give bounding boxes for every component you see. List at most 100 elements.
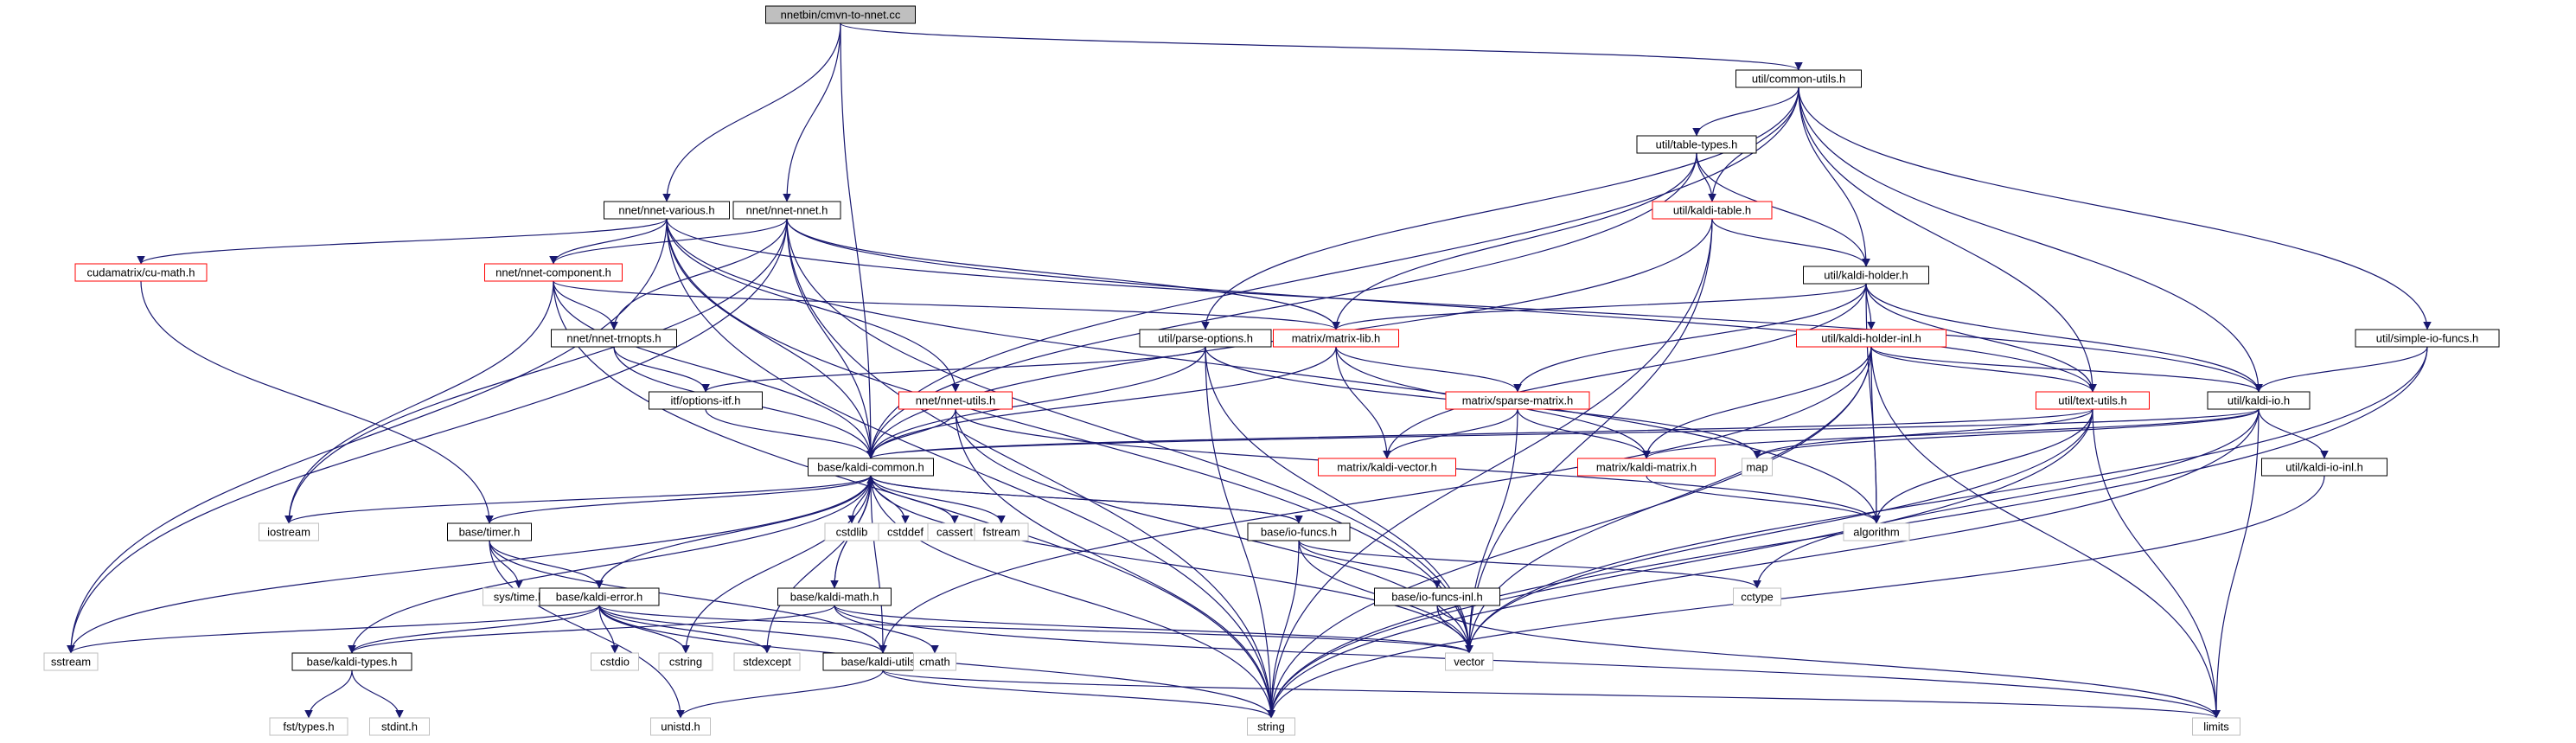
node-kaldi-error[interactable]: base/kaldi-error.h [539,587,660,606]
edge-sparse_matrix-to-kaldi_vector [1383,408,1518,459]
node-cstdlib: cstdlib [824,522,879,541]
edge-io_funcs-to-io_funcs_inl [1298,540,1441,589]
edge-table_types-to-kaldi_holder [1696,152,1870,267]
edge-nnet_nnet-to-sstream [67,218,788,654]
edge-kaldi_math-to-kaldi_types [348,605,835,654]
node-nnet-nnet[interactable]: nnet/nnet-nnet.h [732,201,841,220]
node-label: sstream [51,656,91,669]
edge-nnet_various-to-string [666,218,1275,719]
node-kaldi-types[interactable]: base/kaldi-types.h [291,652,412,671]
node-box [447,522,532,541]
node-kaldi-math[interactable]: base/kaldi-math.h [777,587,892,606]
node-cstring: cstring [658,652,713,671]
node-kaldi-common[interactable]: base/kaldi-common.h [808,458,934,477]
node-root[interactable]: nnetbin/cmvn-to-nnet.cc [765,5,916,24]
node-label: matrix/kaldi-vector.h [1337,461,1437,474]
edge-root-to-common_utils [840,22,1803,71]
node-text-utils[interactable]: util/text-utils.h [2036,391,2150,410]
node-box [2192,717,2240,736]
edge-io_funcs_inl-to-limits [1436,605,2221,719]
node-box [1374,587,1500,606]
node-options-itf[interactable]: itf/options-itf.h [649,391,763,410]
node-io-funcs-inl[interactable]: base/io-funcs-inl.h [1374,587,1500,606]
edge-nnet_nnet-to-vector [786,218,1473,654]
node-timer[interactable]: base/timer.h [447,522,532,541]
node-stdexcept: stdexcept [733,652,801,671]
edge-parse_options-to-vector [1205,346,1473,654]
node-box [1636,135,1757,154]
node-string: string [1247,717,1295,736]
node-box [732,201,841,220]
node-label: util/text-utils.h [2058,394,2126,407]
node-label: util/kaldi-holder-inl.h [1821,332,1921,345]
node-kaldi-table[interactable]: util/kaldi-table.h [1652,201,1773,220]
node-fstream: fstream [974,522,1029,541]
node-box [1843,522,1910,541]
node-common-utils[interactable]: util/common-utils.h [1735,69,1862,88]
node-iostream: iostream [259,522,319,541]
edge-kaldi_io-to-cctype [1753,408,2260,589]
node-kaldi-holder[interactable]: util/kaldi-holder.h [1803,266,1929,285]
edge-kaldi_common-to-iostream [284,475,872,524]
edge-matrix_lib-to-kaldi_common [866,346,1337,459]
node-label: string [1257,721,1285,733]
node-kaldi-vector[interactable]: matrix/kaldi-vector.h [1318,458,1456,477]
node-label: matrix/matrix-lib.h [1292,332,1381,345]
edge-kaldi_table-to-kaldi_holder [1711,218,1870,267]
node-label: util/common-utils.h [1752,73,1845,86]
edge-text_utils-to-string [1267,408,2093,719]
node-box [2207,391,2311,410]
node-box [1733,587,1781,606]
node-nnet-trnopts[interactable]: nnet/nnet-trnopts.h [551,329,677,348]
node-cu-math[interactable]: cudamatrix/cu-math.h [74,263,208,282]
node-box [1139,329,1272,348]
edge-nnet_nnet-to-nnet_component [549,218,788,265]
edge-kaldi_common-to-kaldi_utils [870,475,887,654]
node-nnet-various[interactable]: nnet/nnet-various.h [604,201,730,220]
edge-kaldi_io-to-kaldi_common [866,408,2260,459]
node-label: fst/types.h [283,721,334,733]
edge-nnet_various-to-vector [666,218,1473,654]
node-nnet-utils[interactable]: nnet/nnet-utils.h [898,391,1013,410]
node-box [43,652,99,671]
node-sparse-matrix[interactable]: matrix/sparse-matrix.h [1445,391,1590,410]
edge-common_utils-to-text_utils [1798,86,2097,393]
node-label: matrix/sparse-matrix.h [1462,394,1574,407]
node-box [1247,522,1351,541]
node-box [74,263,208,282]
node-nnet-component[interactable]: nnet/nnet-component.h [484,263,623,282]
node-matrix-lib[interactable]: matrix/matrix-lib.h [1273,329,1399,348]
node-io-funcs[interactable]: base/io-funcs.h [1247,522,1351,541]
node-box [1652,201,1773,220]
node-label: util/simple-io-funcs.h [2376,332,2479,345]
node-kaldi-matrix[interactable]: matrix/kaldi-matrix.h [1577,458,1716,477]
edge-kaldi_holder_inl-to-algorithm [1870,346,1881,524]
edge-common_utils-to-kaldi_io [1798,86,2263,393]
node-label: algorithm [1853,526,1899,539]
node-kaldi-io[interactable]: util/kaldi-io.h [2207,391,2311,410]
edge-kaldi_common-to-cassert [870,475,959,524]
node-kaldi-holder-inl[interactable]: util/kaldi-holder-inl.h [1796,329,1946,348]
node-simple-io-funcs[interactable]: util/simple-io-funcs.h [2355,329,2500,348]
edge-io_funcs-to-cctype [1298,540,1761,589]
node-label: nnet/nnet-utils.h [916,394,996,407]
node-label: map [1746,461,1767,474]
edge-nnet_utils-to-vector [955,408,1473,654]
node-label: unistd.h [661,721,700,733]
node-label: stdint.h [381,721,418,733]
node-label: cstddef [887,526,924,539]
edge-kaldi_common-to-timer [485,475,872,524]
node-table-types[interactable]: util/table-types.h [1636,135,1757,154]
node-kaldi-utils[interactable]: base/kaldi-utils.h [822,652,943,671]
node-label: base/kaldi-utils.h [841,656,925,669]
node-label: base/kaldi-math.h [790,591,879,604]
node-box [539,587,660,606]
edge-text_utils-to-map [1753,408,2093,459]
edge-kaldi_error-to-kaldi_types [348,605,600,654]
node-parse-options[interactable]: util/parse-options.h [1139,329,1272,348]
edge-kaldi_error-to-cstdio [598,605,619,654]
node-box [1735,69,1862,88]
node-kaldi-io-inl[interactable]: util/kaldi-io-inl.h [2261,458,2387,477]
edge-text_utils-to-vector [1465,408,2093,654]
